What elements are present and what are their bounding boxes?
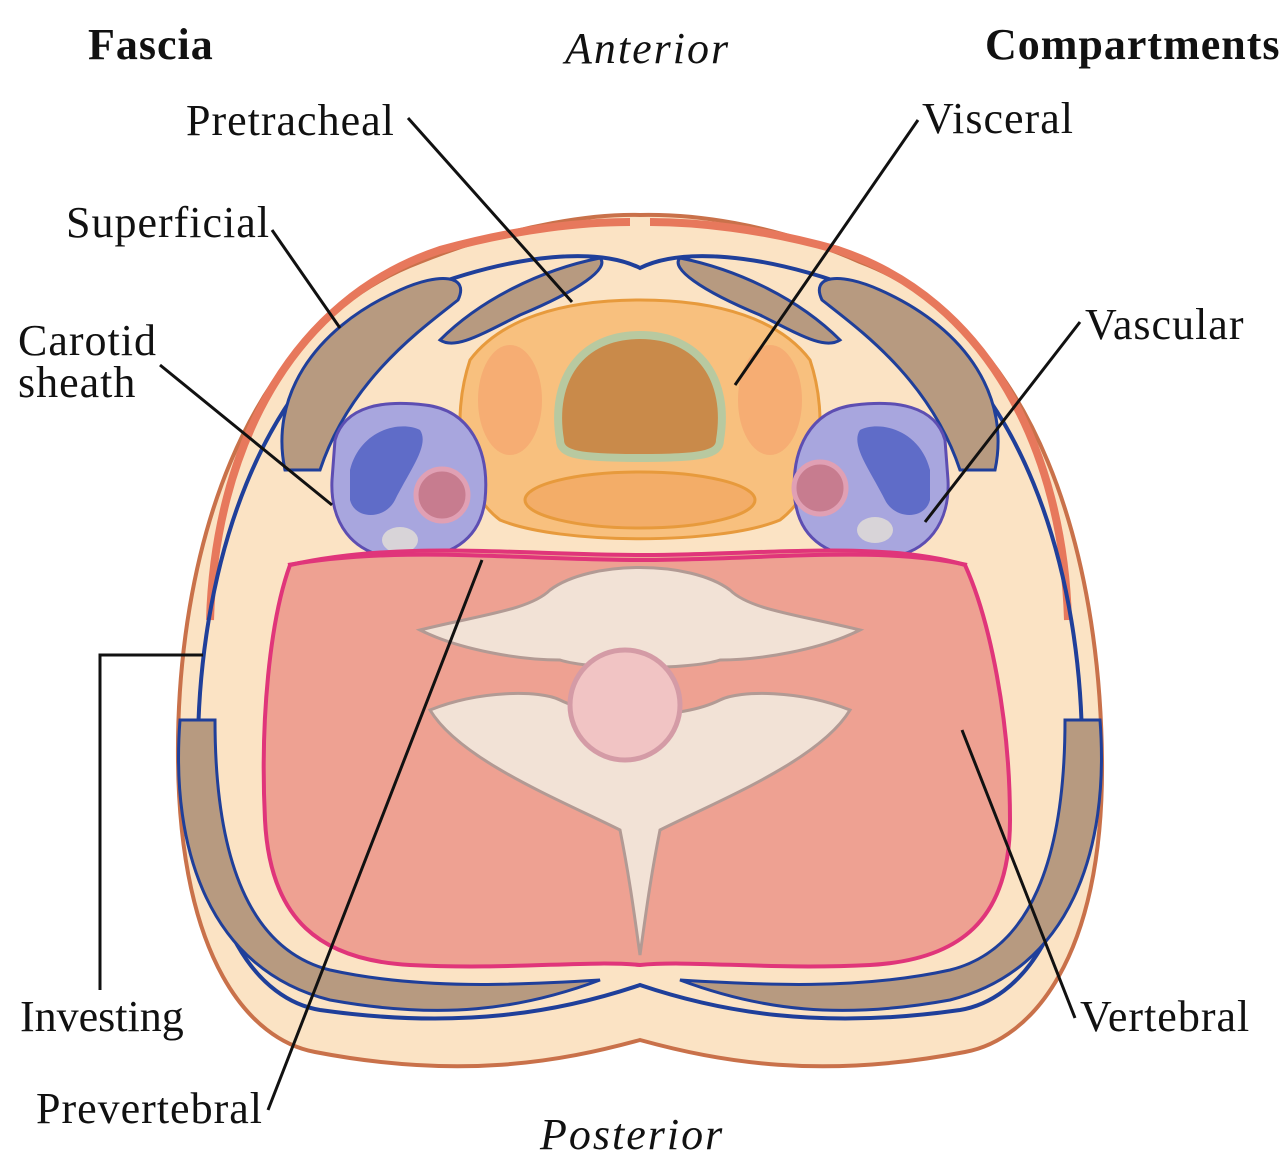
- carotid-artery-right: [794, 462, 846, 514]
- vertebral-label: Vertebral: [1080, 994, 1250, 1040]
- spinal-cord: [570, 650, 680, 760]
- thyroid-right: [738, 345, 802, 455]
- vagus-nerve-right: [857, 517, 893, 543]
- visceral-label: Visceral: [922, 96, 1074, 142]
- posterior-label: Posterior: [540, 1112, 724, 1158]
- compartments-header: Compartments: [985, 22, 1281, 68]
- vascular-label: Vascular: [1085, 302, 1245, 348]
- fascia-header: Fascia: [88, 22, 214, 68]
- pretracheal-label: Pretracheal: [186, 98, 395, 144]
- investing-label: Investing: [20, 994, 184, 1040]
- carotid-artery-left: [416, 469, 468, 521]
- prevertebral-label: Prevertebral: [36, 1086, 263, 1132]
- trachea: [558, 335, 722, 458]
- carotid-sheath-label: Carotid sheath: [18, 320, 188, 404]
- anterior-label: Anterior: [565, 26, 730, 72]
- esophagus: [525, 472, 755, 528]
- leader-superficial: [272, 230, 340, 328]
- thyroid-left: [478, 345, 542, 455]
- superficial-label: Superficial: [66, 200, 270, 246]
